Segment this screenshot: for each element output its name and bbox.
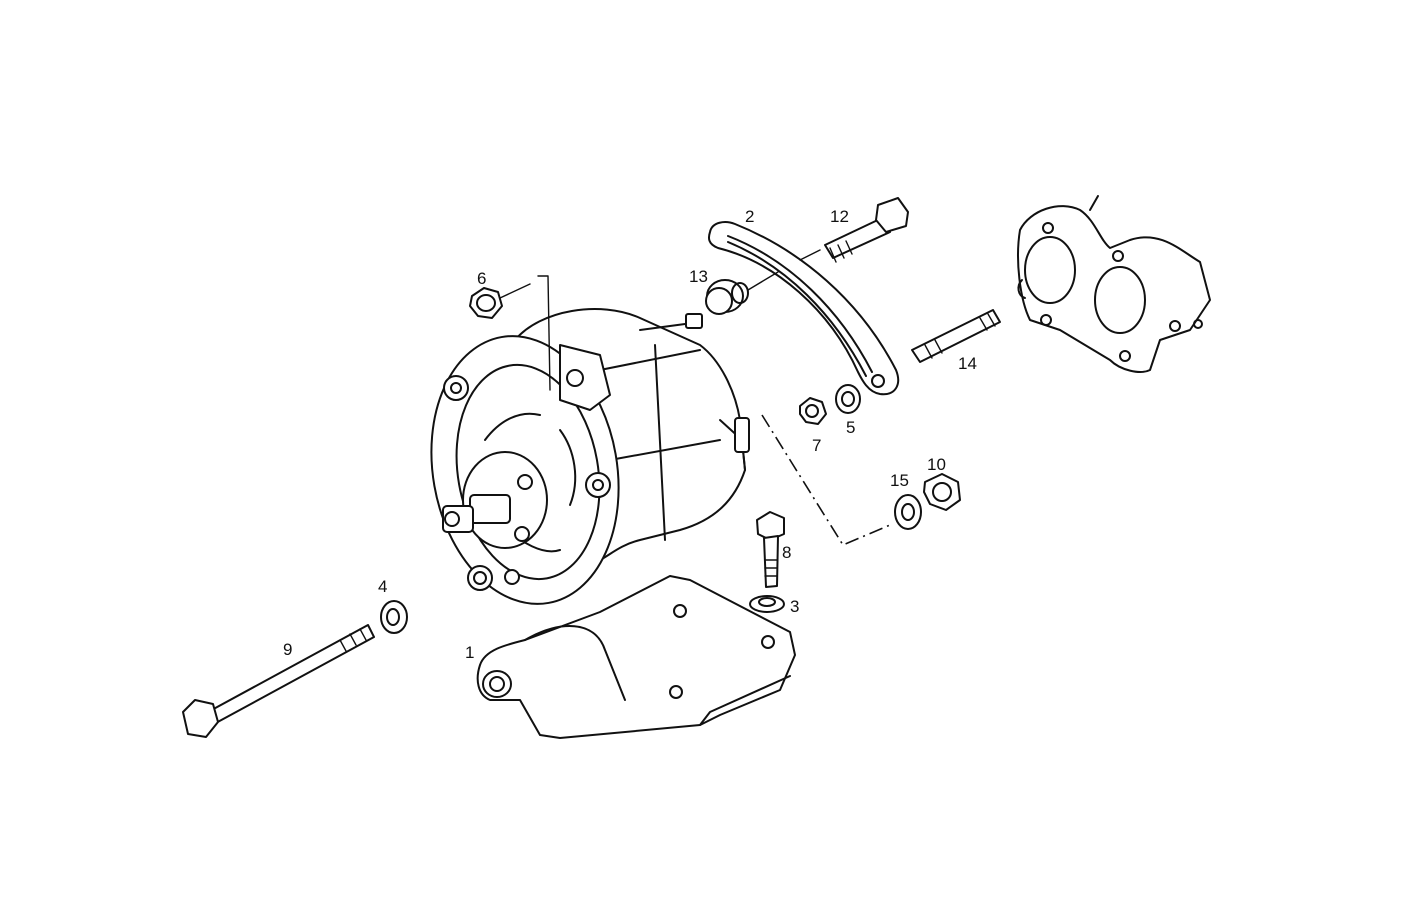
long-bolt — [182, 624, 375, 738]
callout-1: 1 — [465, 643, 474, 662]
callout-3: 3 — [790, 597, 799, 616]
bushing-leader-line — [747, 271, 779, 291]
washer-3 — [749, 595, 785, 613]
bolt-8 — [756, 511, 785, 588]
nut-10 — [923, 473, 961, 511]
callout-labels: 1 2 3 4 5 6 7 8 9 10 12 13 14 15 — [283, 207, 977, 662]
bolt-12 — [824, 197, 909, 263]
callout-4: 4 — [378, 577, 387, 596]
nut-7 — [799, 397, 827, 425]
adjusting-strap — [708, 221, 900, 396]
washer-5 — [835, 384, 861, 414]
callout-14: 14 — [958, 354, 977, 373]
washer-4 — [380, 600, 408, 634]
mounting-bracket — [476, 575, 796, 739]
callout-6: 6 — [477, 269, 486, 288]
callout-2: 2 — [745, 207, 754, 226]
nut-6 — [469, 287, 503, 319]
callout-7: 7 — [812, 436, 821, 455]
stud — [911, 309, 1001, 363]
callout-15: 15 — [890, 471, 909, 490]
bushing — [705, 279, 749, 315]
callout-10: 10 — [927, 455, 946, 474]
bolt-leader-line — [799, 249, 821, 261]
nut-6-bracket-line — [537, 275, 551, 391]
washer-15 — [894, 494, 922, 530]
exhaust-manifold — [1017, 195, 1211, 373]
nut-6-leader-line — [499, 283, 531, 299]
callout-5: 5 — [846, 418, 855, 437]
alternator — [430, 308, 750, 605]
callout-12: 12 — [830, 207, 849, 226]
callout-8: 8 — [782, 543, 791, 562]
callout-9: 9 — [283, 640, 292, 659]
alignment-line — [761, 414, 891, 547]
callout-13: 13 — [689, 267, 708, 286]
